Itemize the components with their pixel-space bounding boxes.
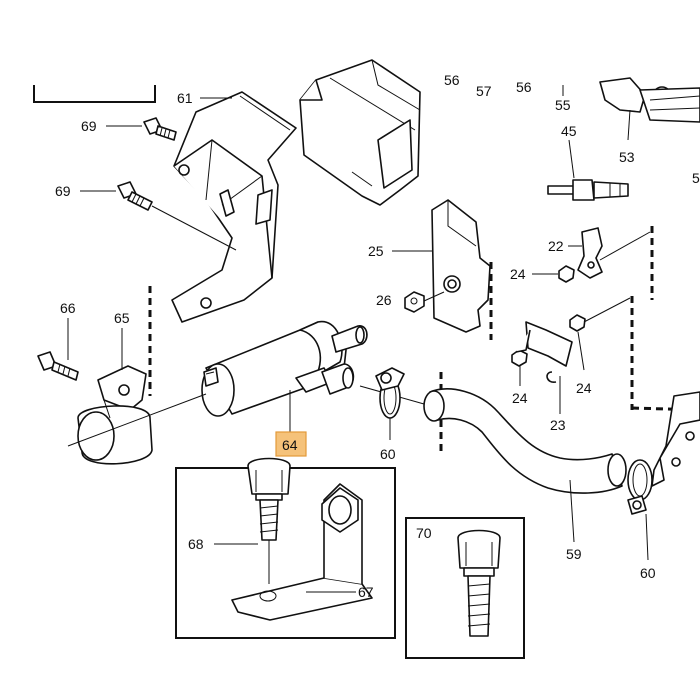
label-60-right: 60 — [640, 565, 656, 581]
callout-64-highlight[interactable] — [275, 431, 307, 457]
bracket-right — [651, 391, 700, 487]
label-69-lower: 69 — [55, 183, 71, 199]
nut-24-left — [511, 349, 528, 367]
label-66: 66 — [60, 300, 76, 316]
label-24-upper: 24 — [510, 266, 526, 282]
label-57: 57 — [476, 83, 492, 99]
inset-box-68-67 — [175, 457, 396, 639]
bolt-66 — [37, 351, 79, 381]
label-56-right: 56 — [516, 79, 532, 95]
pump-64 — [201, 320, 368, 417]
inset-box-70 — [405, 517, 525, 659]
bracket-25 — [431, 199, 491, 333]
bracket-22 — [577, 227, 651, 279]
bolt-69-upper — [143, 117, 177, 141]
clamp-65 — [77, 365, 153, 465]
label-26: 26 — [376, 292, 392, 308]
label-64[interactable]: 64 — [282, 437, 298, 453]
nut-24-right — [569, 314, 586, 332]
label-5: 5 — [692, 170, 700, 186]
label-60-left: 60 — [380, 446, 396, 462]
hose-59 — [423, 388, 627, 543]
nut-24-upper — [558, 265, 575, 283]
leader-24b — [577, 331, 585, 371]
label-59: 59 — [566, 546, 582, 562]
axis-line-pump — [67, 393, 207, 447]
label-23: 23 — [550, 417, 566, 433]
nut-26 — [404, 291, 445, 313]
module-housing — [299, 59, 421, 206]
label-68: 68 — [188, 536, 204, 552]
label-53: 53 — [619, 149, 635, 165]
label-25: 25 — [368, 243, 384, 259]
label-70: 70 — [416, 525, 432, 541]
bracket-61 — [171, 91, 297, 323]
label-24-right: 24 — [576, 380, 592, 396]
hose-clamp-60-right — [627, 459, 653, 561]
inset-box-top-left — [33, 85, 156, 103]
label-22: 22 — [548, 238, 564, 254]
label-55: 55 — [555, 97, 571, 113]
hose-clamp-60-left — [375, 367, 405, 440]
label-24-left: 24 — [512, 390, 528, 406]
bracket-23 — [515, 297, 631, 414]
bolt-45 — [547, 139, 629, 201]
label-69-upper: 69 — [81, 118, 97, 134]
label-61: 61 — [177, 90, 193, 106]
label-65: 65 — [114, 310, 130, 326]
label-45: 45 — [561, 123, 577, 139]
top-right-assembly — [562, 77, 700, 141]
label-56-left: 56 — [444, 72, 460, 88]
label-67: 67 — [358, 584, 374, 600]
bolt-69-lower — [117, 181, 237, 251]
